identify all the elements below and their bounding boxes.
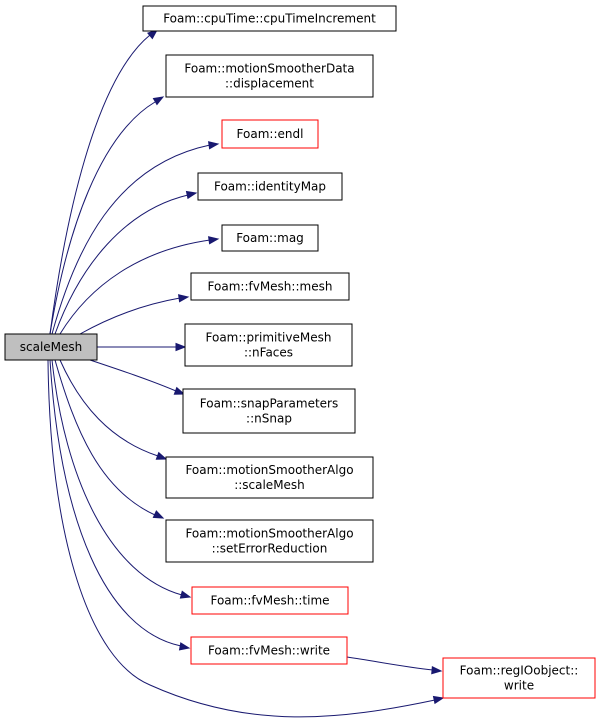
node-cpuTimeIncrement[interactable]: Foam::cpuTime::cpuTimeIncrement [142, 5, 397, 32]
node-label: Foam::identityMap [214, 180, 326, 194]
arrowhead-icon [432, 695, 445, 705]
edge-root-to-displacement [49, 96, 165, 335]
edge-line [49, 101, 156, 335]
arrowhead-icon [178, 642, 191, 651]
node-box [197, 172, 343, 201]
edge-line [51, 144, 211, 335]
node-box [4, 333, 98, 361]
node-endl[interactable]: Foam::endl [221, 119, 319, 149]
node-box [165, 456, 374, 499]
node-label: ::nSnap [246, 412, 292, 426]
arrowhead-icon [175, 342, 187, 352]
edge-line [49, 34, 151, 335]
edge-root-to-fvWrite [49, 359, 191, 651]
node-box [184, 323, 353, 367]
node-label: Foam::fvMesh::write [208, 644, 330, 658]
edge-root-to-identityMap [54, 190, 198, 335]
node-nSnap[interactable]: Foam::snapParameters::nSnap [182, 388, 356, 434]
edge-line [59, 239, 211, 335]
arrowhead-icon [185, 190, 198, 200]
node-label: Foam::fvMesh::time [210, 594, 329, 608]
node-label: Foam::primitiveMesh [206, 331, 332, 345]
node-box [165, 519, 374, 563]
arrowhead-icon [152, 510, 165, 519]
edge-line [49, 359, 182, 647]
edge-line [54, 359, 156, 516]
edge-root-to-cpuTimeIncrement [49, 29, 159, 335]
nodes-layer: scaleMesh Foam::cpuTime::cpuTimeIncrement… [4, 5, 596, 699]
edge-line [346, 656, 434, 671]
node-box [221, 224, 319, 252]
edge-root-to-mag [59, 236, 220, 335]
node-label: Foam::motionSmootherData [184, 62, 354, 76]
node-scaleMeshAlgo[interactable]: Foam::motionSmootherAlgo::scaleMesh [165, 456, 374, 499]
node-label: Foam::endl [237, 127, 304, 141]
node-label: Foam::regIOobject:: [460, 664, 579, 678]
edge-root-to-endl [51, 141, 220, 335]
node-regWrite[interactable]: Foam::regIOobject::write [442, 657, 596, 699]
edge-root-to-time [51, 359, 192, 599]
edge-line [79, 297, 181, 335]
node-box [165, 54, 374, 98]
node-label: ::displacement [225, 77, 314, 91]
node-label: Foam::fvMesh::mesh [208, 280, 333, 294]
node-label: Foam::snapParameters [200, 397, 338, 411]
edges-layer [47, 29, 445, 718]
node-box [190, 272, 350, 301]
node-box [182, 388, 356, 434]
edge-line [89, 359, 177, 392]
arrowhead-icon [208, 141, 220, 150]
edge-line [54, 194, 189, 335]
arrowhead-icon [179, 590, 192, 599]
edge-root-to-nSnap [89, 359, 186, 395]
arrowhead-icon [173, 386, 186, 395]
arrowhead-icon [178, 294, 190, 303]
node-setErrorReduction[interactable]: Foam::motionSmootherAlgo::setErrorReduct… [165, 519, 374, 563]
edge-root-to-scaleMeshAlgo [59, 359, 168, 460]
node-label: write [504, 679, 534, 693]
node-label: Foam::cpuTime::cpuTimeIncrement [163, 12, 376, 26]
node-mag[interactable]: Foam::mag [221, 224, 319, 252]
edge-root-to-mesh [79, 294, 190, 335]
node-label: ::scaleMesh [234, 478, 305, 492]
node-mesh[interactable]: Foam::fvMesh::mesh [190, 272, 350, 301]
arrowhead-icon [147, 29, 159, 40]
arrowhead-icon [152, 96, 165, 106]
node-label: scaleMesh [20, 340, 83, 354]
edge-root-to-nFaces [96, 342, 187, 352]
edge-fvWrite-to-regWrite [346, 656, 443, 675]
node-fvWrite[interactable]: Foam::fvMesh::write [190, 636, 348, 665]
node-label: Foam::mag [236, 231, 304, 245]
node-label: ::setErrorReduction [212, 542, 328, 556]
edge-root-to-regWrite [47, 359, 445, 718]
arrowhead-icon [155, 451, 168, 460]
node-nFaces[interactable]: Foam::primitiveMesh::nFaces [184, 323, 353, 367]
node-identityMap[interactable]: Foam::identityMap [197, 172, 343, 201]
node-displacement[interactable]: Foam::motionSmootherData::displacement [165, 54, 374, 98]
node-label: ::nFaces [244, 346, 293, 360]
arrowhead-icon [208, 236, 220, 245]
node-root: scaleMesh [4, 333, 98, 361]
edge-root-to-setErrorReduction [54, 359, 165, 519]
node-time[interactable]: Foam::fvMesh::time [191, 586, 349, 615]
node-box [142, 5, 397, 32]
node-box [221, 119, 319, 149]
edge-line [47, 359, 436, 718]
edge-line [59, 359, 159, 457]
node-box [442, 657, 596, 699]
node-label: Foam::motionSmootherAlgo [185, 463, 353, 477]
node-box [191, 586, 349, 615]
arrowhead-icon [431, 665, 443, 675]
node-box [190, 636, 348, 665]
node-label: Foam::motionSmootherAlgo [185, 527, 353, 541]
edge-line [51, 359, 183, 596]
